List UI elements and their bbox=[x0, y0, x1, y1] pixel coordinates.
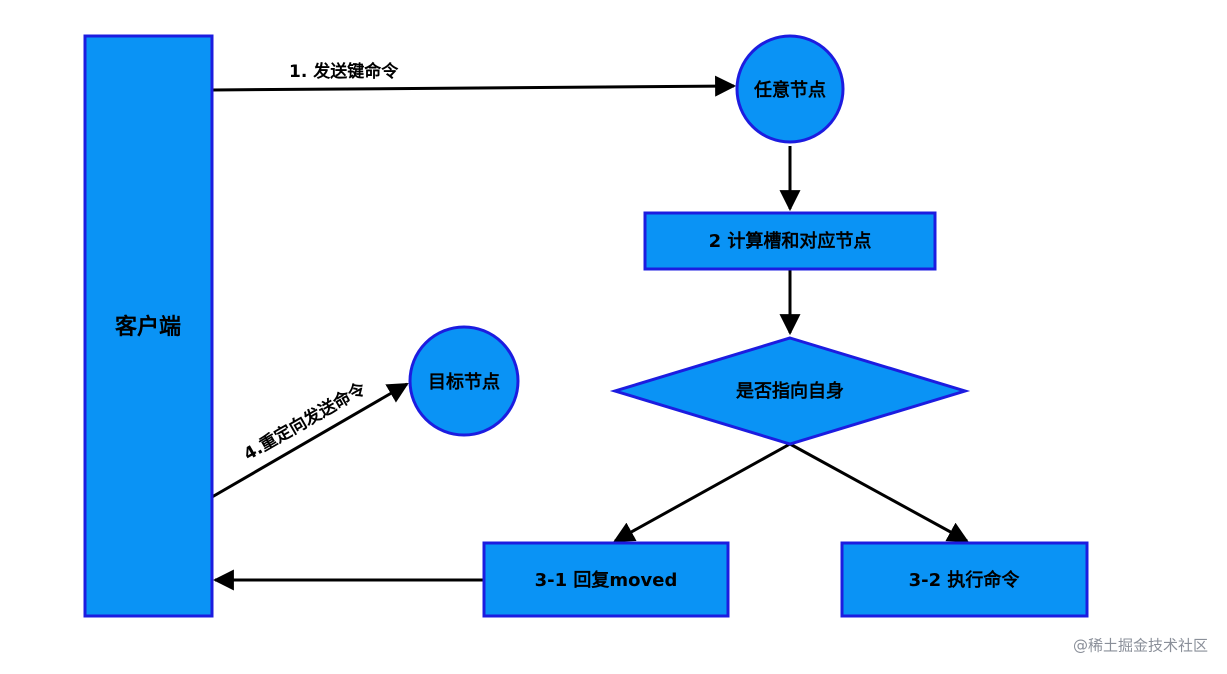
client-box bbox=[83, 34, 214, 618]
target-node-label: 目标节点 bbox=[428, 371, 500, 393]
any-node-label: 任意节点 bbox=[753, 79, 826, 101]
reply-moved-box bbox=[482, 541, 730, 618]
target-node-circle bbox=[408, 325, 520, 437]
compute-box bbox=[643, 211, 937, 271]
any-node-circle bbox=[735, 34, 845, 144]
node-labels: 客户端 任意节点 2 计算槽和对应节点 是否指向自身 3-1 回复moved 3… bbox=[115, 79, 1020, 591]
decision-diamond bbox=[609, 336, 971, 446]
edge-decision-to-reply-moved bbox=[613, 442, 791, 543]
edges bbox=[211, 75, 969, 591]
edge-decision-to-execute bbox=[789, 442, 969, 543]
execute-label: 3-2 执行命令 bbox=[909, 569, 1021, 591]
nodes bbox=[83, 34, 1089, 618]
compute-label: 2 计算槽和对应节点 bbox=[709, 230, 872, 252]
decision-label: 是否指向自身 bbox=[735, 380, 844, 402]
watermark-text: @稀土掘金技术社区 bbox=[1073, 637, 1208, 655]
execute-box bbox=[840, 541, 1089, 618]
client-label: 客户端 bbox=[115, 314, 181, 340]
edge-client-to-target-node bbox=[211, 382, 409, 499]
redirect-send-label: 4.重定向发送命令 bbox=[240, 378, 370, 465]
edge-labels: 1. 发送键命令 4.重定向发送命令 bbox=[240, 61, 399, 465]
send-key-command-label: 1. 发送键命令 bbox=[289, 61, 399, 82]
reply-moved-label: 3-1 回复moved bbox=[535, 569, 678, 591]
edge-client-to-any-node bbox=[211, 75, 737, 97]
